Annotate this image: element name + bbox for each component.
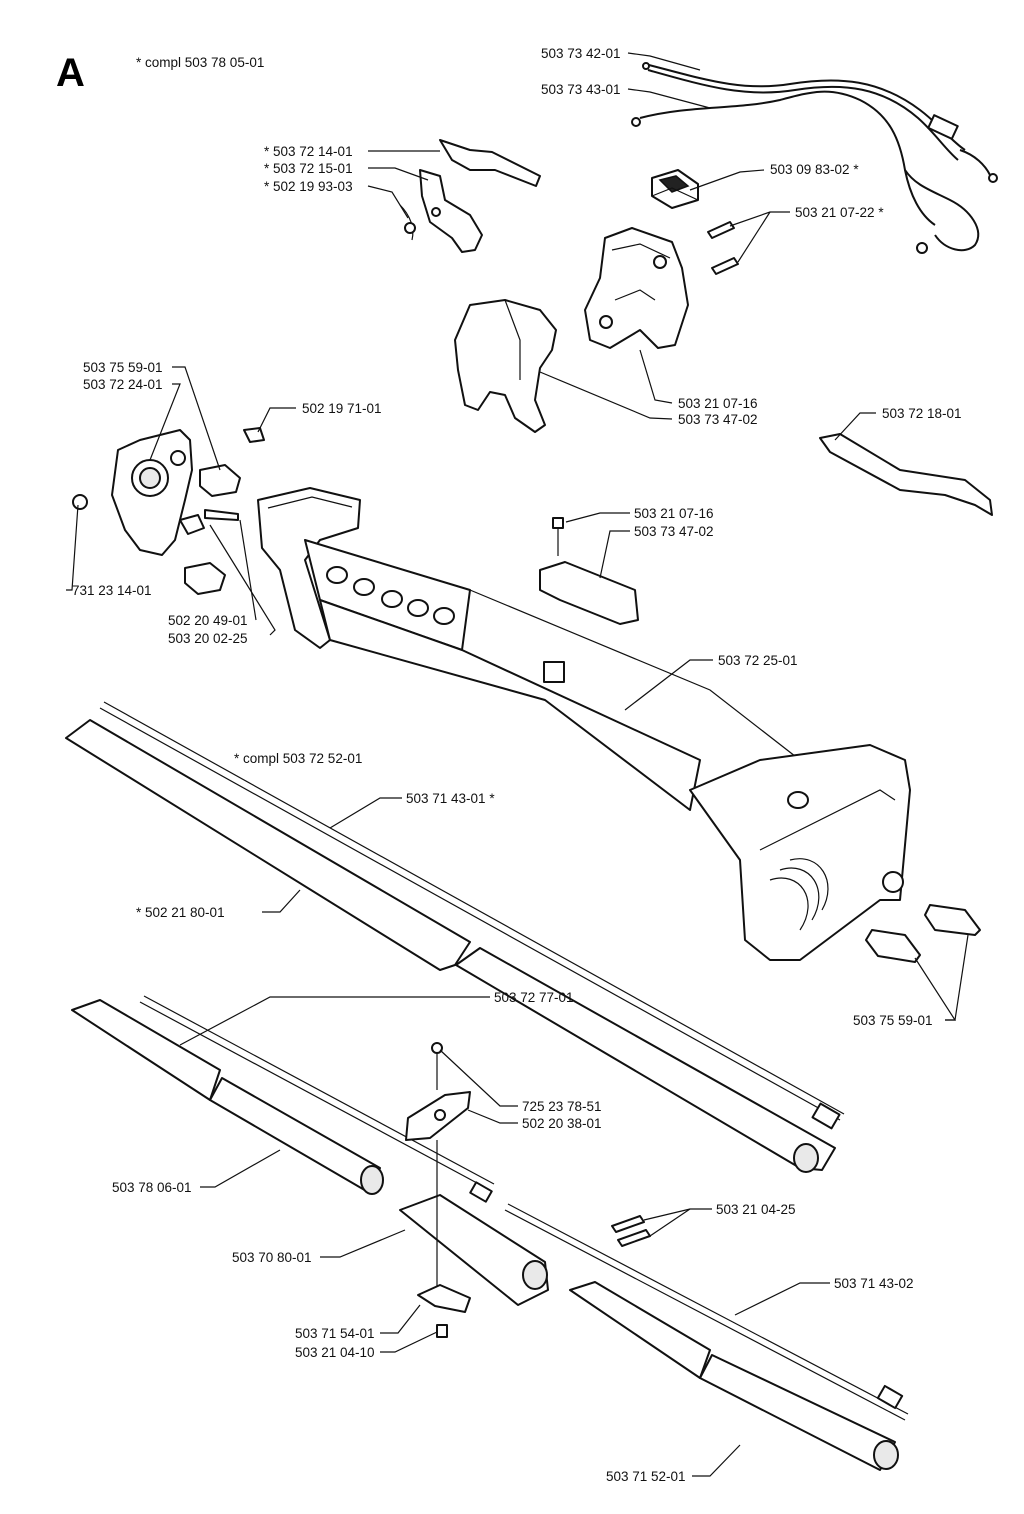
- throttle-trigger-parts-drawing: [399, 139, 541, 253]
- part-label: 503 70 80-01: [232, 1250, 312, 1265]
- part-label: 503 71 43-01 *: [406, 791, 495, 806]
- part-label: 503 21 07-16: [634, 506, 714, 521]
- part-label: 503 72 24-01: [83, 377, 163, 392]
- part-label: 503 72 77-01: [494, 990, 574, 1005]
- throttle-cable-strap-drawing: [819, 433, 993, 516]
- part-label: 503 21 04-10: [295, 1345, 375, 1360]
- part-label: 503 75 59-01: [853, 1013, 933, 1028]
- part-label: 503 73 42-01: [541, 46, 621, 61]
- part-label: 503 73 43-01: [541, 82, 621, 97]
- handle-grip-cover-drawing: [454, 299, 557, 433]
- throttle-block-drawing: [539, 517, 639, 625]
- part-label: 503 09 83-02 *: [770, 162, 859, 177]
- lower-shaft-tubes-drawing: [71, 995, 909, 1471]
- part-label: 502 19 71-01: [302, 401, 382, 416]
- clamp-bolt-drawing: [405, 1042, 471, 1338]
- housing-screws-drawing: [707, 221, 739, 275]
- part-label: 503 75 59-01: [83, 360, 163, 375]
- handle-bracket-drawing: [72, 429, 241, 595]
- section-letter: A: [56, 51, 85, 95]
- leader-lines: [66, 52, 969, 1477]
- stop-switch-drawing: [651, 169, 699, 209]
- note-complete-assembly-shaft: * compl 503 72 52-01: [234, 751, 362, 766]
- part-label: 502 20 49-01: [168, 613, 248, 628]
- main-shaft-housing-drawing: [257, 487, 911, 961]
- part-label: 731 23 14-01: [72, 583, 152, 598]
- part-label: 503 71 54-01: [295, 1326, 375, 1341]
- note-complete-assembly-top: * compl 503 78 05-01: [136, 55, 264, 70]
- part-label: 503 20 02-25: [168, 631, 248, 646]
- part-label: 503 21 07-22 *: [795, 205, 884, 220]
- part-label: * 503 72 14-01: [264, 144, 353, 159]
- part-label: * 503 72 15-01: [264, 161, 353, 176]
- part-label: 503 71 52-01: [606, 1469, 686, 1484]
- wiring-harness-drawing: [631, 62, 998, 254]
- part-label: 502 20 38-01: [522, 1116, 602, 1131]
- part-label: * 502 19 93-03: [264, 179, 353, 194]
- part-label: 503 72 25-01: [718, 653, 798, 668]
- upper-shaft-tube-drawing: [65, 701, 845, 1173]
- part-labels: 503 73 42-01 503 73 43-01 * 503 72 14-01…: [72, 46, 962, 1484]
- part-label: 503 73 47-02: [678, 412, 758, 427]
- part-label: 503 71 43-02: [834, 1276, 914, 1291]
- small-clip-drawing: [243, 427, 265, 443]
- part-label: 725 23 78-51: [522, 1099, 602, 1114]
- handle-end-caps-drawing: [865, 904, 981, 963]
- part-label: 503 21 07-16: [678, 396, 758, 411]
- part-label: * 502 21 80-01: [136, 905, 225, 920]
- part-label: 503 73 47-02: [634, 524, 714, 539]
- part-label: 503 78 06-01: [112, 1180, 192, 1195]
- part-label: 503 21 04-25: [716, 1202, 796, 1217]
- handle-housing-drawing: [584, 227, 689, 349]
- part-label: 503 72 18-01: [882, 406, 962, 421]
